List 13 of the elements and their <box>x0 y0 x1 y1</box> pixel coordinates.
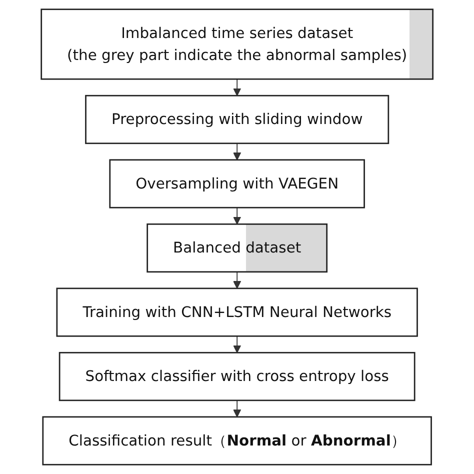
node-box: Imbalanced time series dataset (the grey part indicate the abnormal samples) <box>40 8 434 80</box>
arrow <box>232 207 242 224</box>
arrow <box>232 142 242 160</box>
arrow <box>232 78 242 96</box>
node-box: Preprocessing with sliding window <box>84 94 389 144</box>
node-box: Classification result（Normal or Abnormal） <box>42 416 432 466</box>
arrow <box>232 271 242 289</box>
arrow <box>232 336 242 354</box>
node-box: Oversampling with VAEGEN <box>109 159 365 208</box>
node-box: Training with CNN+LSTM Neural Networks <box>56 288 418 337</box>
node-box: Softmax classifier with cross entropy loss <box>58 352 416 402</box>
arrow <box>232 400 242 418</box>
node-box: Balanced dataset <box>146 223 328 273</box>
